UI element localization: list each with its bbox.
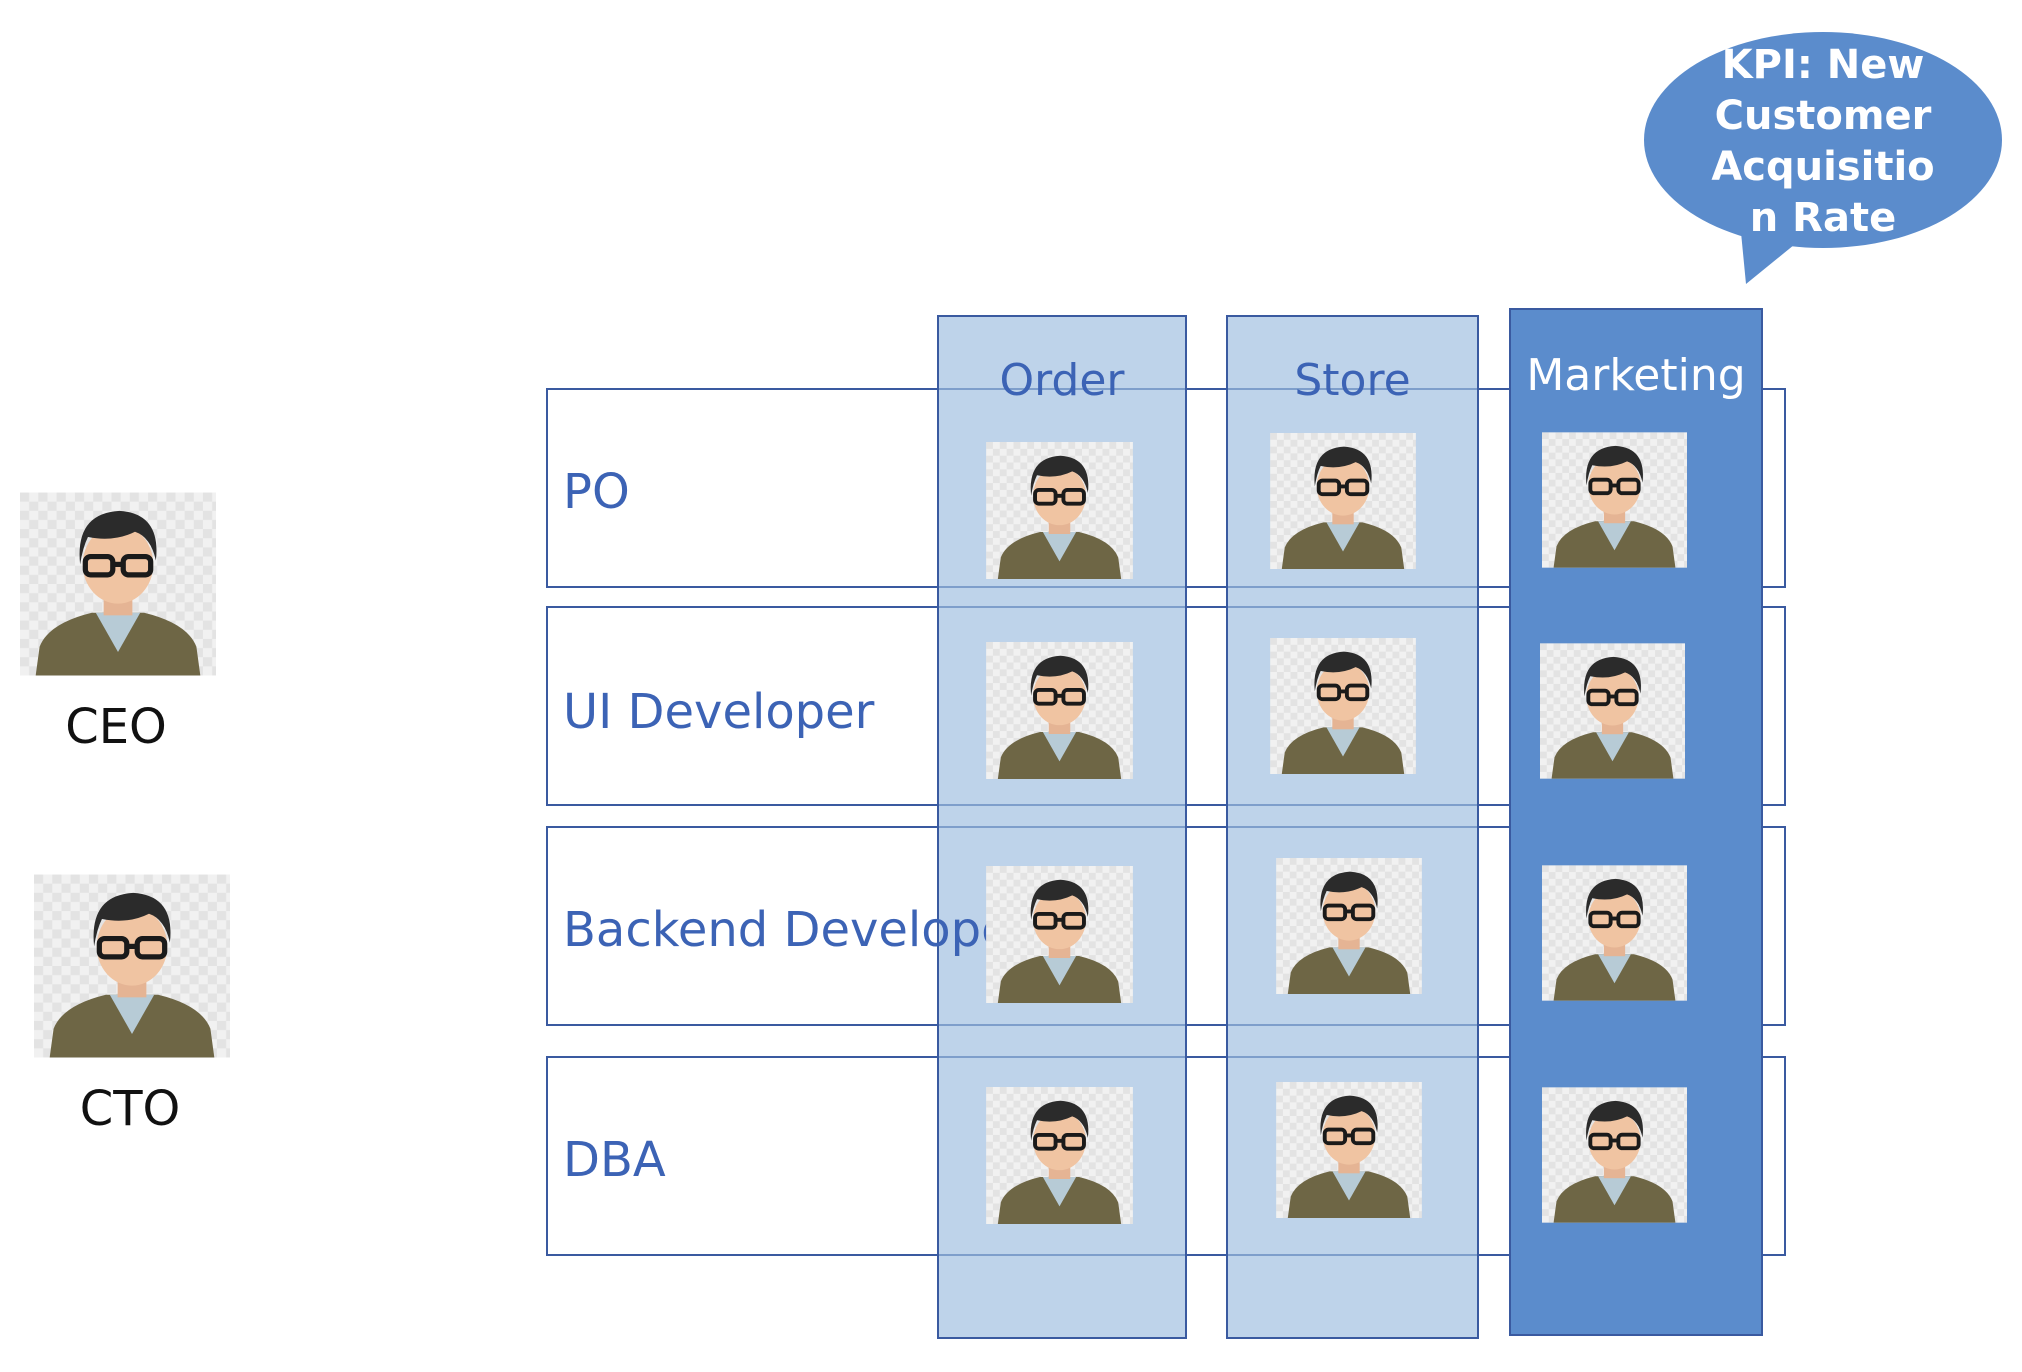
cto-avatar: [34, 870, 230, 1062]
person-avatar-icon: [1540, 643, 1685, 779]
ceo-label: CEO: [65, 699, 167, 755]
marketing-ui-developer-avatar: [1540, 643, 1685, 779]
person-avatar-icon: [986, 442, 1133, 579]
row-label: UI Developer: [563, 684, 875, 740]
person-avatar-icon: [986, 866, 1133, 1003]
column-title: Order: [999, 355, 1125, 406]
person-avatar-icon: [1542, 865, 1687, 1001]
order-po-avatar: [986, 442, 1133, 579]
kpi-bubble-text: KPI: New Customer Acquisition Rate: [1711, 42, 1935, 241]
row-label: PO: [563, 464, 630, 520]
column-title: Store: [1294, 355, 1411, 406]
cto-label: CTO: [79, 1081, 181, 1137]
person-avatar-icon: [1270, 638, 1416, 774]
store-po-avatar: [1270, 433, 1416, 569]
person-avatar-icon: [1542, 432, 1687, 568]
person-avatar-icon: [1276, 1082, 1422, 1218]
person-avatar-icon: [34, 870, 230, 1062]
person-avatar-icon: [20, 488, 216, 680]
kpi-speech-bubble: [1644, 32, 2002, 284]
order-dba-avatar: [986, 1087, 1133, 1224]
person-avatar-icon: [1276, 858, 1422, 994]
person-avatar-icon: [1270, 433, 1416, 569]
row-label: Backend Developer: [563, 902, 1031, 958]
row-label: DBA: [563, 1132, 666, 1188]
person-avatar-icon: [986, 642, 1133, 779]
column-title: Marketing: [1526, 350, 1746, 401]
store-backend-developer-avatar: [1276, 858, 1422, 994]
person-avatar-icon: [986, 1087, 1133, 1224]
person-avatar-icon: [1542, 1087, 1687, 1223]
marketing-po-avatar: [1542, 432, 1687, 568]
order-backend-developer-avatar: [986, 866, 1133, 1003]
marketing-backend-developer-avatar: [1542, 865, 1687, 1001]
order-ui-developer-avatar: [986, 642, 1133, 779]
ceo-avatar: [20, 488, 216, 680]
store-dba-avatar: [1276, 1082, 1422, 1218]
store-ui-developer-avatar: [1270, 638, 1416, 774]
marketing-dba-avatar: [1542, 1087, 1687, 1223]
